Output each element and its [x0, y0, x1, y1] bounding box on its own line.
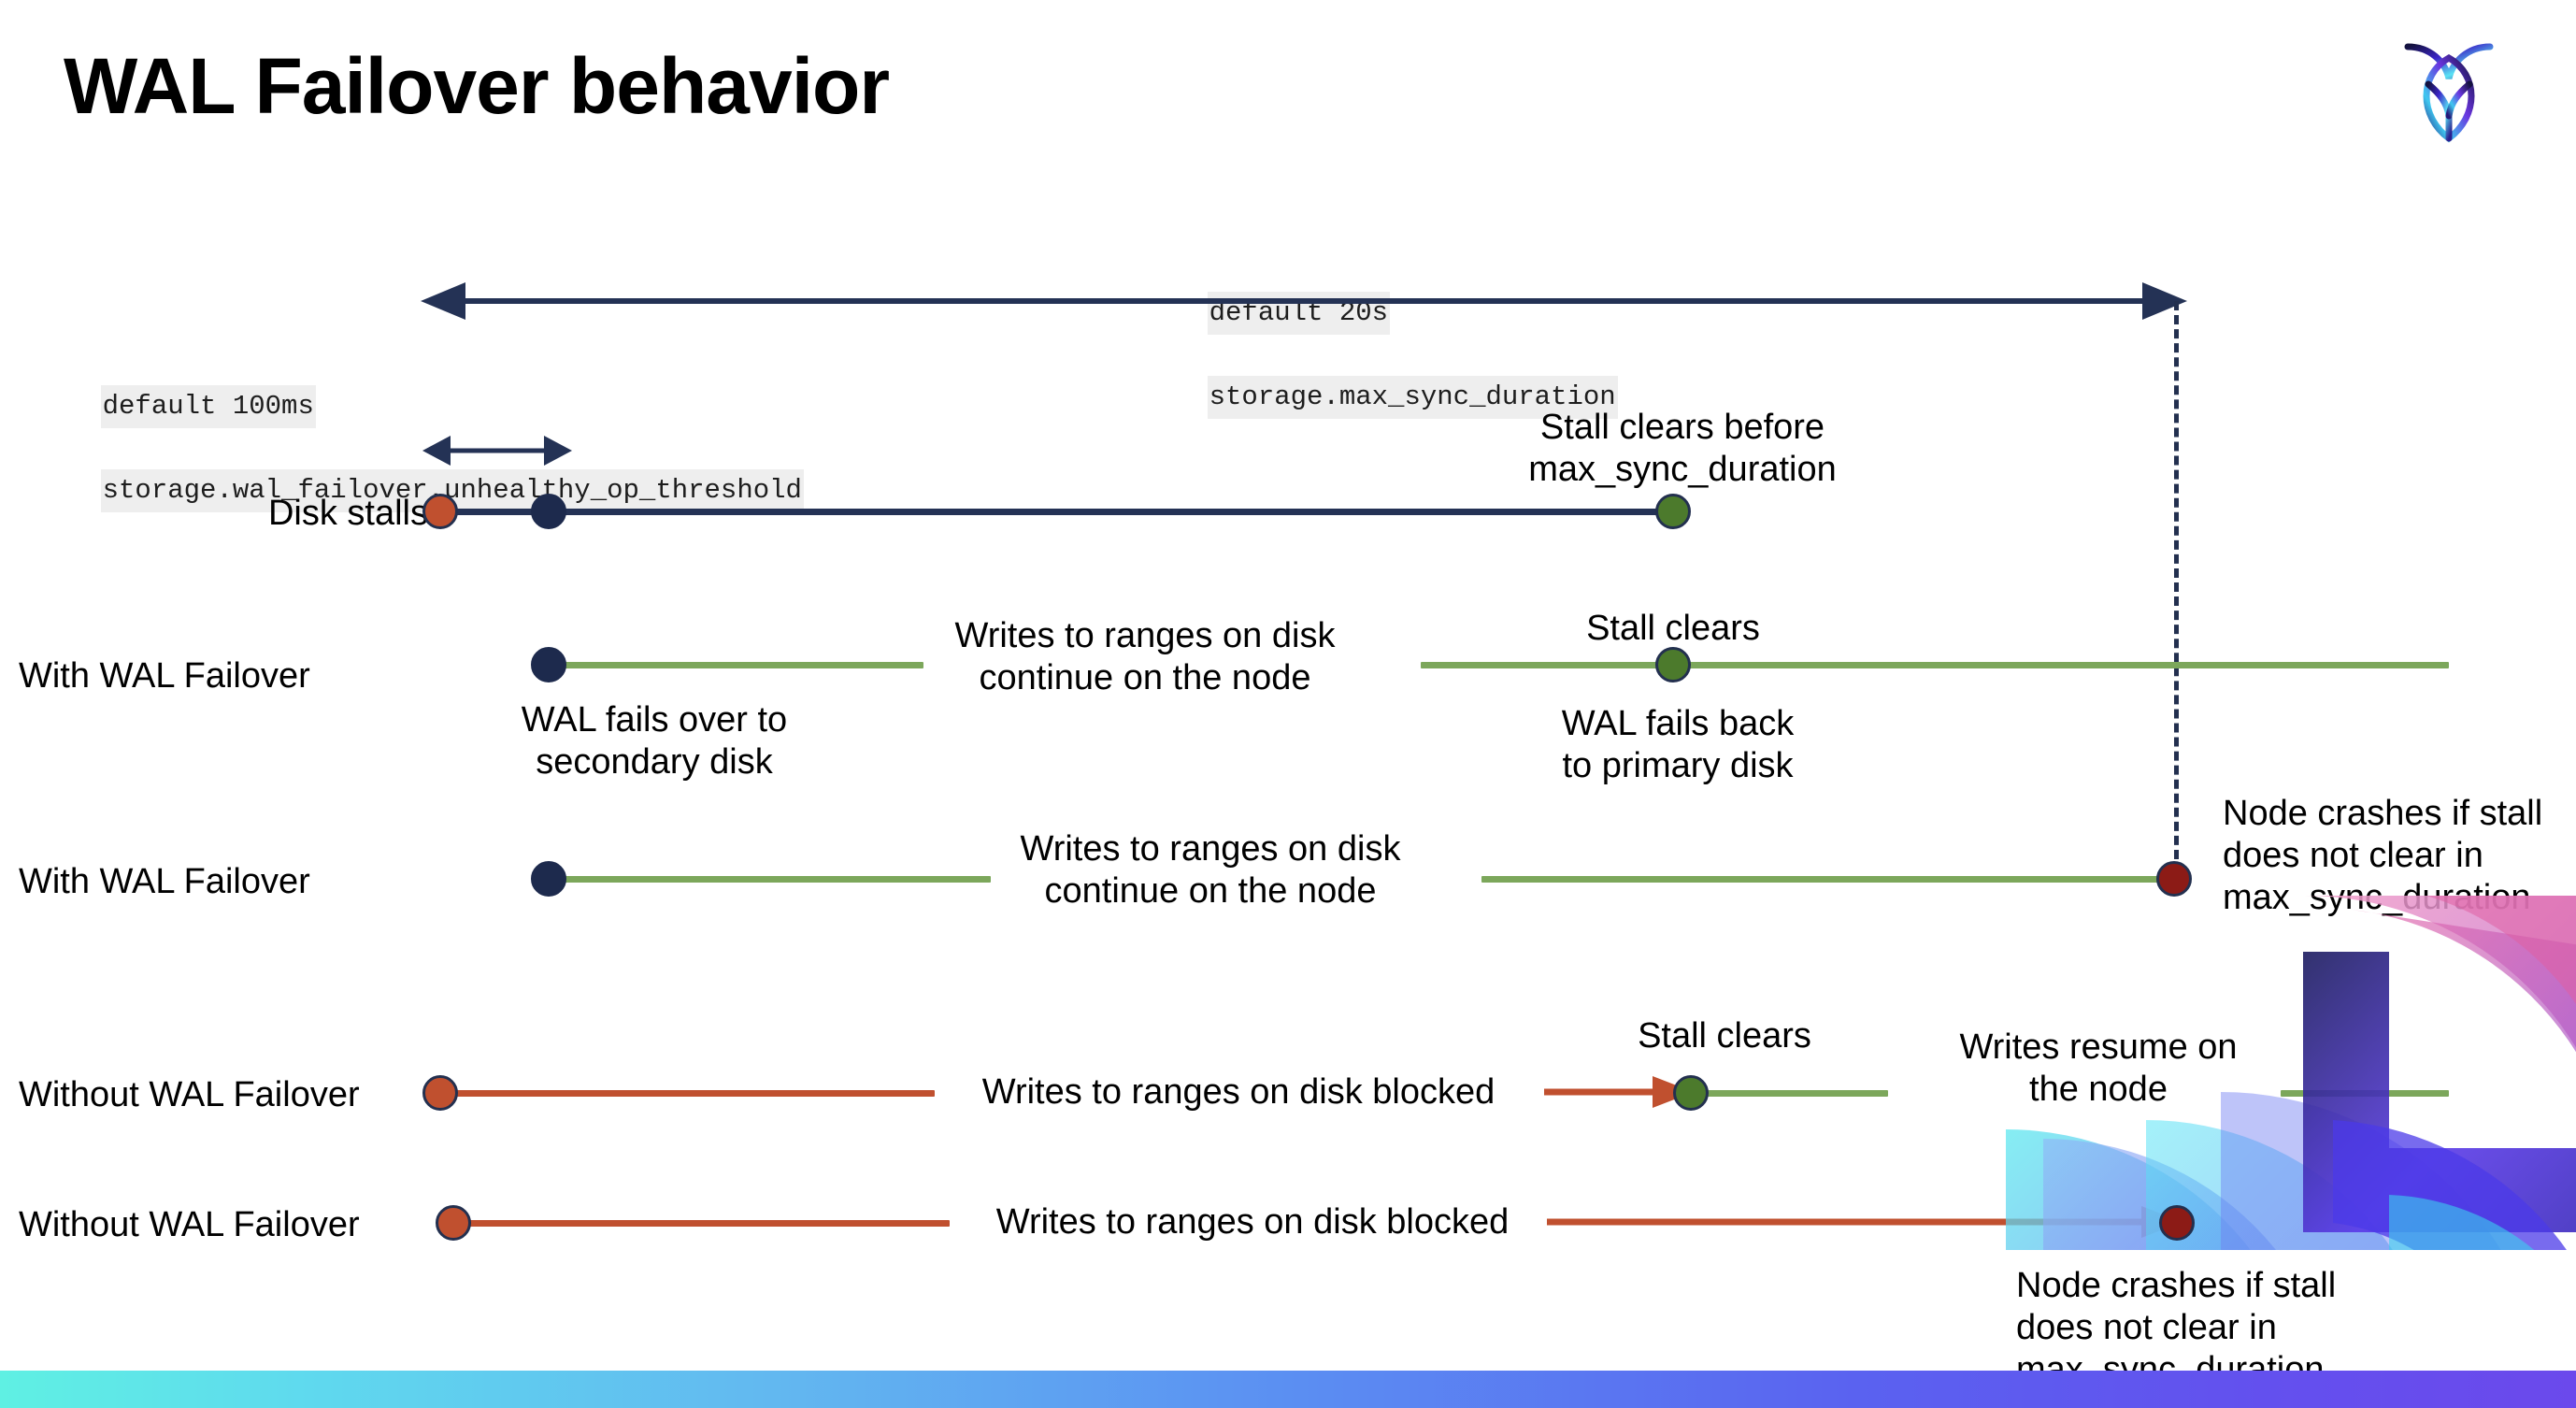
- max-sync-duration-span-arrow: [421, 280, 2187, 322]
- param-top-line2: storage.max_sync_duration: [1207, 376, 1618, 420]
- wal-failover-secondary-line: [542, 662, 923, 668]
- wal-failover-secondary-line-row3b: [1481, 876, 2182, 883]
- bottom-gradient-bar: [0, 1371, 2576, 1408]
- annotation-writes-blocked-row4: Writes to ranges on disk blocked: [981, 1072, 1496, 1112]
- stall-clears-dot-row4: [1673, 1075, 1709, 1111]
- disk-stall-line: [439, 509, 1673, 515]
- arrow-right-icon: [544, 436, 572, 466]
- writes-blocked-line-row5: [454, 1220, 950, 1227]
- row-label-with-wal-failover-1: With WAL Failover: [19, 656, 310, 696]
- row-label-without-wal-failover-1: Without WAL Failover: [19, 1075, 360, 1114]
- wal-failover-start-dot-row2: [531, 647, 566, 682]
- annotation-stall-clears-row2: Stall clears: [1586, 609, 1760, 648]
- stall-start-dot-row5: [436, 1205, 471, 1241]
- arrow-left-icon: [422, 436, 451, 466]
- annotation-node-crashes-row3: Node crashes if stall does not clear in …: [2223, 794, 2543, 917]
- stall-clears-dot-row2: [1655, 647, 1691, 682]
- cockroachdb-logo-icon: [2393, 26, 2505, 148]
- stall-start-dot-row4: [422, 1075, 458, 1111]
- disk-stall-start-dot: [422, 494, 458, 529]
- param-left-line1: default 100ms: [100, 385, 316, 429]
- page-title: WAL Failover behavior: [64, 42, 890, 130]
- writes-resume-line-row4: [1701, 1090, 1888, 1097]
- arrow-left-icon: [421, 282, 465, 320]
- annotation-stall-clears-before: Stall clears before max_sync_duration: [1528, 408, 1837, 489]
- annotation-wal-fails-over: WAL fails over to secondary disk: [521, 700, 788, 782]
- unhealthy-op-threshold-span-arrow: [422, 432, 572, 469]
- row-label-without-wal-failover-2: Without WAL Failover: [19, 1205, 360, 1244]
- wal-failover-primary-line: [1421, 662, 2449, 668]
- wal-failover-trigger-dot: [531, 494, 566, 529]
- writes-blocked-line-row4: [439, 1090, 935, 1097]
- annotation-writes-continue-row2: Writes to ranges on disk continue on the…: [954, 616, 1336, 697]
- stall-clears-dot-row1: [1655, 494, 1691, 529]
- wal-failover-start-dot-row3: [531, 861, 566, 897]
- node-crash-dot-row5: [2159, 1205, 2195, 1241]
- annotation-writes-blocked-row5: Writes to ranges on disk blocked: [995, 1202, 1510, 1242]
- annotation-writes-continue-row3: Writes to ranges on disk continue on the…: [1020, 829, 1401, 911]
- annotation-writes-resume: Writes resume on the node: [1959, 1027, 2238, 1109]
- annotation-stall-clears-row4: Stall clears: [1638, 1016, 1811, 1056]
- row-label-disk-stalls: Disk stalls: [267, 494, 428, 533]
- dashed-vertical-connector-icon: [2174, 301, 2179, 873]
- row-label-with-wal-failover-2: With WAL Failover: [19, 862, 310, 901]
- annotation-wal-fails-back: WAL fails back to primary disk: [1561, 704, 1795, 785]
- arrow-right-icon: [2142, 282, 2187, 320]
- node-crash-dot-row3: [2156, 861, 2192, 897]
- wal-failover-secondary-line-row3: [542, 876, 991, 883]
- writes-blocked-arrow-row4: [1544, 1075, 1694, 1109]
